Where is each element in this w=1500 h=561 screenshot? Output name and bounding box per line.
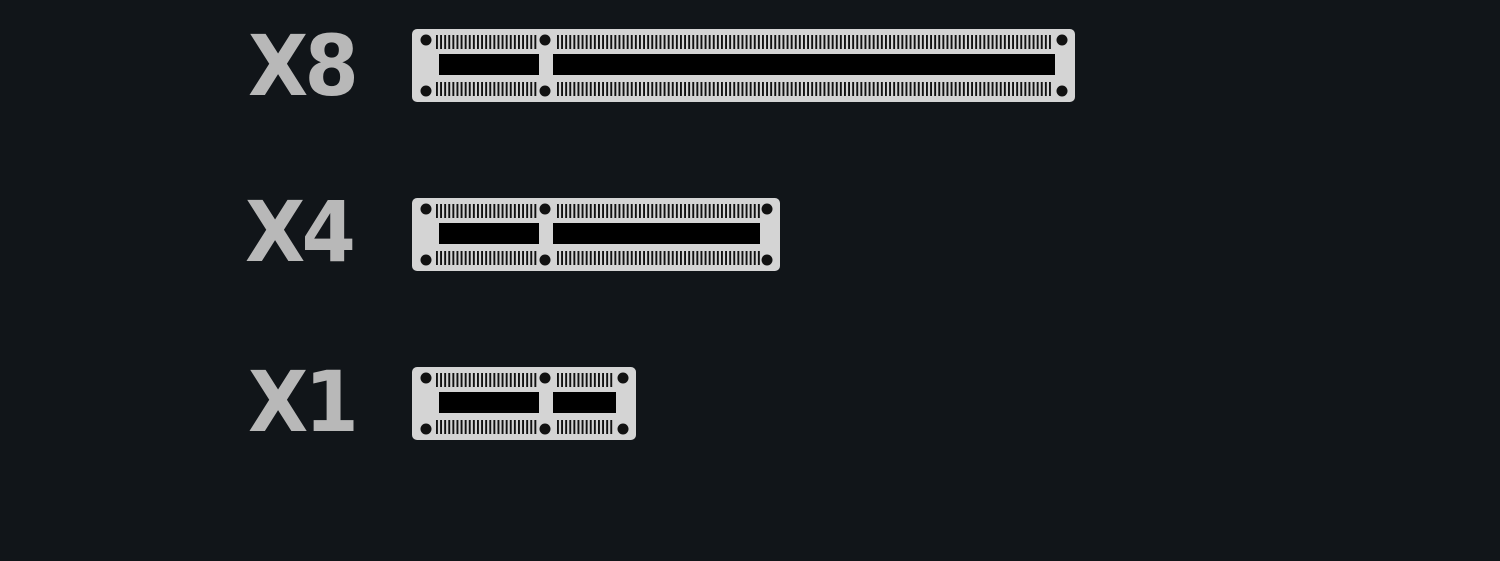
- mounting-dot: [420, 34, 432, 46]
- mounting-dot: [420, 254, 432, 266]
- pcie-x4-slot-icon: [412, 198, 780, 271]
- mounting-dot: [539, 254, 551, 266]
- mounting-dot: [539, 34, 551, 46]
- pin-row-top: [436, 373, 613, 387]
- slot-opening-short: [439, 223, 539, 244]
- mounting-dot: [761, 203, 773, 215]
- pcie-x1-slot-icon: [412, 367, 636, 440]
- slot-label-x1: X1: [248, 353, 359, 451]
- mounting-dot: [617, 423, 629, 435]
- pcie-x8-slot-icon: [412, 29, 1075, 102]
- pin-row-top: [436, 35, 1051, 49]
- pin-row-bottom: [436, 420, 613, 434]
- slot-opening-long: [553, 223, 760, 244]
- mounting-dot: [1056, 85, 1068, 97]
- pin-row-bottom: [436, 251, 760, 265]
- pin-row-top: [436, 204, 760, 218]
- mounting-dot: [420, 85, 432, 97]
- slot-label-x8: X8: [248, 17, 359, 115]
- mounting-dot: [420, 372, 432, 384]
- mounting-dot: [1056, 34, 1068, 46]
- mounting-dot: [617, 372, 629, 384]
- slot-opening-short: [439, 54, 539, 75]
- mounting-dot: [420, 423, 432, 435]
- mounting-dot: [539, 203, 551, 215]
- mounting-dot: [539, 85, 551, 97]
- slot-opening-long: [553, 392, 616, 413]
- mounting-dot: [539, 372, 551, 384]
- slot-label-x4: X4: [245, 183, 356, 281]
- pin-row-bottom: [436, 82, 1051, 96]
- mounting-dot: [761, 254, 773, 266]
- slot-opening-short: [439, 392, 539, 413]
- mounting-dot: [539, 423, 551, 435]
- mounting-dot: [420, 203, 432, 215]
- slot-opening-long: [553, 54, 1055, 75]
